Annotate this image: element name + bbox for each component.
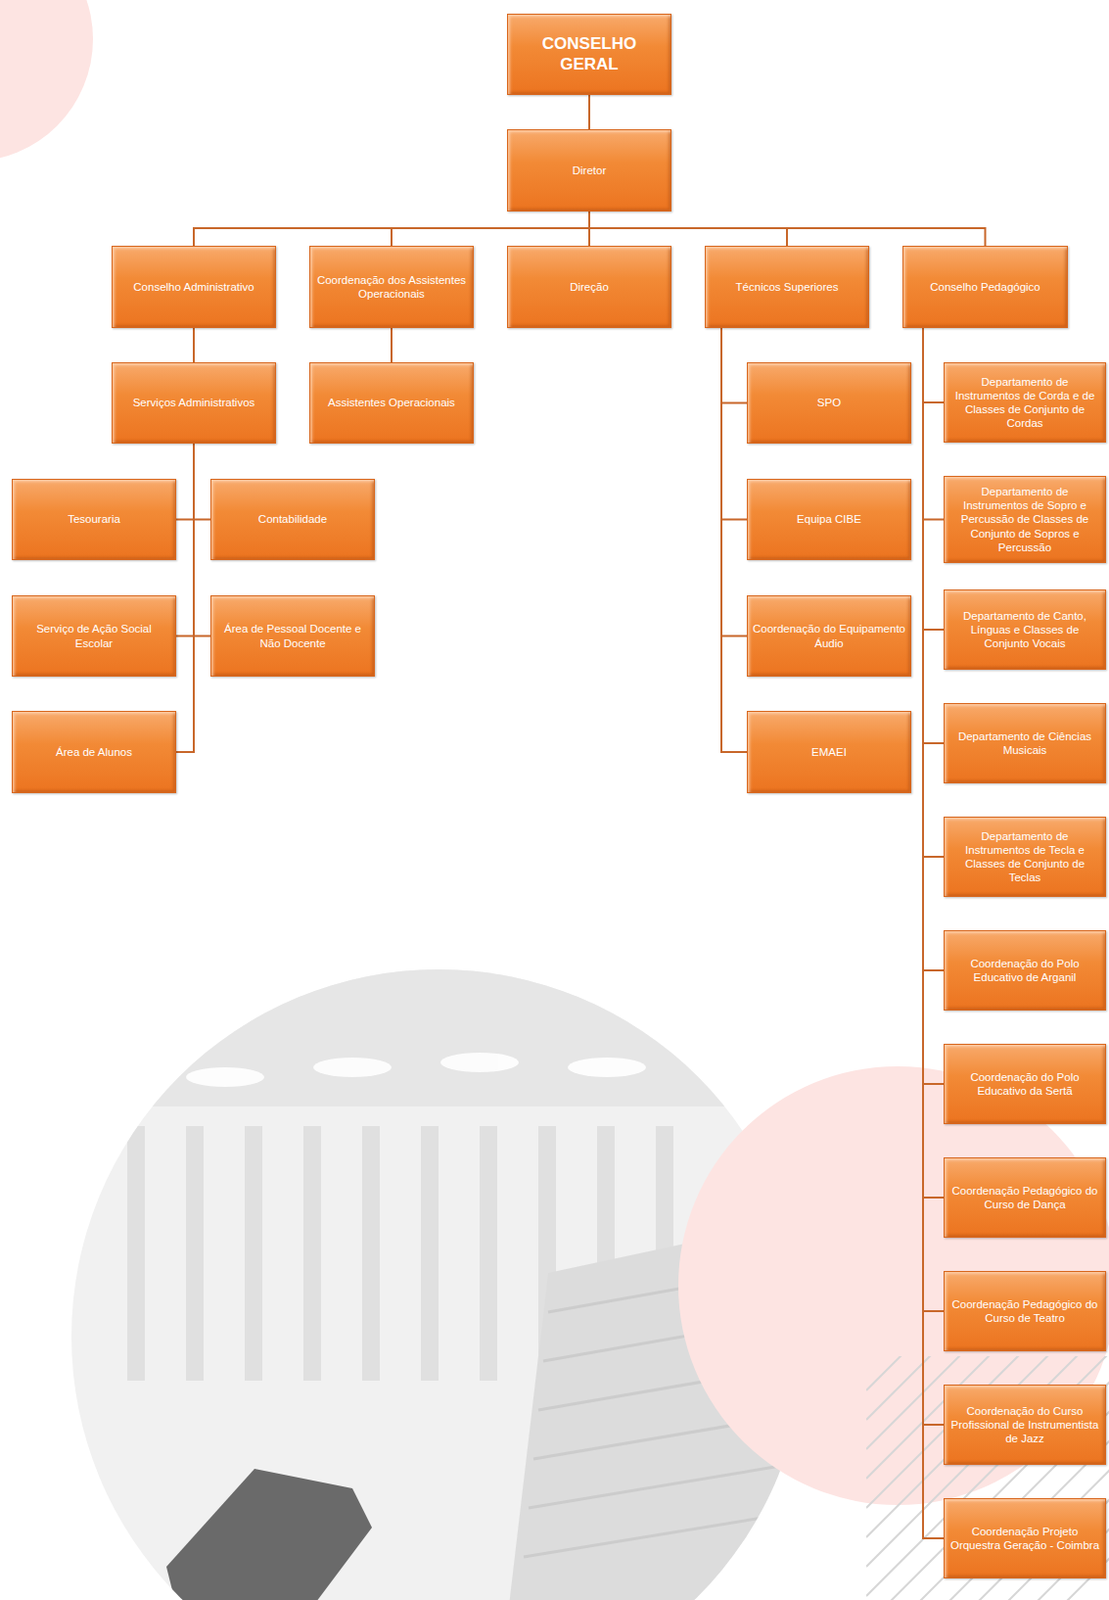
box-label: Departamento de Instrumentos de Sopro e … (944, 480, 1106, 557)
org-connector (923, 327, 944, 1084)
org-connector (721, 327, 747, 752)
box-label: Departamento de Instrumentos de Corda e … (944, 370, 1106, 434)
org-connector (923, 327, 944, 1538)
org-connector (923, 327, 944, 857)
box-label: Coordenação do Polo Educativo de Arganil (944, 952, 1106, 988)
box-label: Direção (564, 276, 614, 298)
box-label: Tesouraria (62, 508, 126, 530)
org-connector (923, 327, 944, 403)
org-connector (923, 327, 944, 743)
org-box: Departamento de Instrumentos de Sopro e … (943, 475, 1107, 563)
box-label: Coordenação dos Assistentes Operacionais (310, 269, 473, 305)
box-label: Departamento de Ciências Musicais (944, 725, 1106, 761)
org-connector (588, 94, 591, 130)
org-box: Coordenação Projeto Orquestra Geração - … (943, 1497, 1107, 1578)
box-label: Equipa CIBE (791, 508, 867, 530)
org-box: Departamento de Instrumentos de Tecla e … (943, 816, 1107, 897)
org-box: SPO (746, 362, 912, 444)
org-box: Coordenação Pedagógico do Curso de Teatr… (943, 1270, 1107, 1351)
org-connector (176, 443, 194, 637)
box-label: Coordenação Projeto Orquestra Geração - … (944, 1520, 1106, 1556)
org-box: Serviço de Ação Social Escolar (11, 595, 177, 677)
org-connector (923, 327, 944, 1425)
org-connector (923, 327, 944, 1198)
box-label: Serviços Administrativos (128, 391, 261, 414)
org-connector (192, 327, 195, 363)
org-box: Conselho Pedagógico (902, 245, 1068, 328)
box-label: Conselho Pedagógico (924, 276, 1046, 298)
org-box: Serviços Administrativos (111, 362, 277, 444)
org-box: EMAEI (746, 710, 912, 793)
org-box: Coordenação Pedagógico do Curso de Dança (943, 1156, 1107, 1238)
org-box: Coordenação do Polo Educativo de Arganil (943, 929, 1107, 1011)
box-label: Coordenação Pedagógico do Curso de Teatr… (944, 1293, 1106, 1329)
org-connector (923, 327, 944, 520)
org-box: Assistentes Operacionais (309, 362, 474, 444)
org-connector (923, 327, 944, 971)
org-box: Diretor (507, 129, 672, 212)
org-box: Departamento de Ciências Musicais (943, 702, 1107, 784)
org-connector (193, 443, 211, 520)
box-label: CONSELHO GERAL (508, 30, 671, 79)
org-box: Departamento de Instrumentos de Corda e … (943, 362, 1107, 443)
org-box: Equipa CIBE (746, 478, 912, 560)
org-box: Coordenação do Polo Educativo da Sertã (943, 1043, 1107, 1124)
org-connector (176, 443, 194, 752)
org-box: Departamento de Canto, Línguas e Classes… (943, 589, 1107, 670)
org-connector (193, 443, 211, 637)
box-label: Área de Alunos (50, 740, 138, 763)
org-box: Área de Alunos (11, 710, 177, 793)
box-label: Contabilidade (253, 508, 332, 530)
org-connector (721, 327, 747, 404)
council-box: CONSELHO GERAL (507, 13, 672, 95)
box-label: Assistentes Operacionais (323, 391, 461, 414)
box-label: Conselho Administrativo (128, 276, 259, 298)
box-label: Coordenação Pedagógico do Curso de Dança (944, 1179, 1106, 1215)
pink-circle (0, 0, 93, 162)
box-label: Coordenação do Polo Educativo da Sertã (944, 1065, 1106, 1102)
org-box: Conselho Administrativo (111, 245, 277, 328)
box-label: Área de Pessoal Docente e Não Docente (211, 617, 374, 653)
org-box: Tesouraria (11, 478, 177, 560)
org-connector (390, 327, 393, 363)
org-box: Coordenação do Equipamento Áudio (746, 595, 912, 677)
box-label: Serviço de Ação Social Escolar (12, 617, 176, 653)
org-connector (589, 211, 986, 246)
org-connector (923, 327, 944, 1311)
org-box: Técnicos Superiores (704, 245, 870, 328)
pink-circle (678, 1065, 1109, 1505)
box-label: Departamento de Canto, Línguas e Classes… (944, 604, 1106, 654)
org-box: Contabilidade (210, 478, 375, 560)
org-connector (176, 443, 194, 520)
org-connector (391, 211, 590, 246)
org-connector (923, 327, 944, 630)
box-label: SPO (812, 391, 846, 414)
org-box: Coordenação do Curso Profissional de Ins… (943, 1384, 1107, 1465)
box-label: Departamento de Instrumentos de Tecla e … (944, 825, 1106, 888)
org-box: Coordenação dos Assistentes Operacionais (309, 245, 474, 328)
org-connector (721, 327, 747, 520)
org-box: Direção (507, 245, 672, 328)
box-label: Coordenação do Equipamento Áudio (747, 617, 911, 653)
box-label: Coordenação do Curso Profissional de Ins… (944, 1399, 1106, 1449)
box-label: EMAEI (806, 740, 852, 763)
box-label: Técnicos Superiores (731, 276, 844, 298)
org-box: Área de Pessoal Docente e Não Docente (210, 595, 375, 677)
hatch-pattern (866, 1355, 1109, 1600)
org-connector (721, 327, 747, 637)
box-label: Diretor (567, 159, 612, 182)
org-connector (193, 211, 590, 246)
